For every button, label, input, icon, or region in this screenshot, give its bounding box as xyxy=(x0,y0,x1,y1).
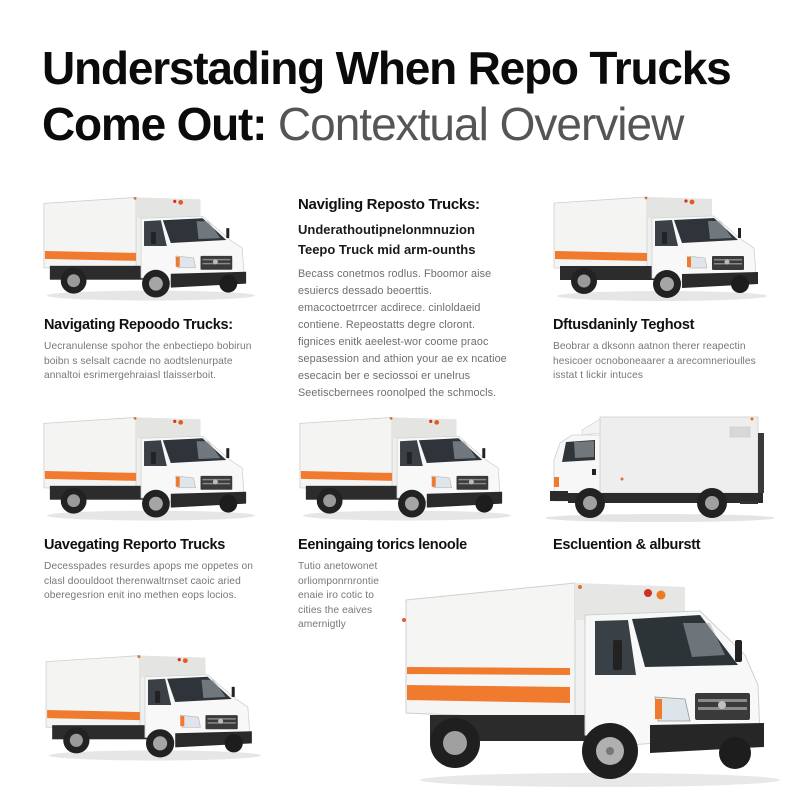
truck-image-6 xyxy=(34,642,266,767)
page-title: Understading When Repo Trucks Come Out: … xyxy=(42,40,782,152)
truck-image-3 xyxy=(32,408,260,523)
section-heading: Navigating Repoodo Trucks: xyxy=(44,317,233,333)
truck-image-2 xyxy=(542,188,772,303)
box-truck-side-icon xyxy=(540,404,780,526)
section-body: Uecranulense spohor the enbectiepo bobir… xyxy=(44,341,252,381)
title-subtitle: Contextual Overview xyxy=(277,98,684,150)
box-truck-icon xyxy=(542,188,772,303)
truck-image-5 xyxy=(540,404,780,526)
section-body: Beobrar a dksonn aatnon therer reapectin… xyxy=(553,341,756,381)
section-top-center: Navigling Reposto Trucks: Underathoutipn… xyxy=(298,196,508,402)
box-truck-icon xyxy=(34,642,266,767)
section-body: Becass conetmos rodlus. Fboomor aise esu… xyxy=(298,268,507,399)
truck-image-4 xyxy=(288,408,516,523)
section-body: Tutio anetowonet orliomponrnrontie enaie… xyxy=(298,561,379,630)
section-body: Decesspades resurdes apops me oppetes on… xyxy=(44,561,254,601)
section-subheading: Underathoutipnelonmnuzion Teepo Truck mi… xyxy=(298,222,476,257)
truck-image-1 xyxy=(32,188,260,303)
section-heading: Escluention & alburstt xyxy=(553,537,701,553)
section-mid-left: Uavegating Reporto Trucks Decesspades re… xyxy=(44,536,259,604)
section-heading: Dftusdaninly Teghost xyxy=(553,317,695,333)
section-heading: Eeningaing torics lenoole xyxy=(298,537,467,553)
box-truck-icon xyxy=(32,188,260,303)
title-bold: Understading When Repo Trucks Come Out: xyxy=(42,42,732,150)
section-heading: Uavegating Reporto Trucks xyxy=(44,537,226,553)
box-truck-icon xyxy=(288,408,516,523)
box-truck-icon xyxy=(32,408,260,523)
section-top-right: Dftusdaninly Teghost Beobrar a dksonn aa… xyxy=(553,316,783,384)
section-top-left: Navigating Repoodo Trucks: Uecranulense … xyxy=(44,316,264,384)
section-mid-right: Escluention & alburstt xyxy=(553,536,773,554)
section-mid-center: Eeningaing torics lenoole Tutio anetowon… xyxy=(298,536,478,633)
section-heading: Navigling Reposto Trucks: xyxy=(298,196,480,213)
